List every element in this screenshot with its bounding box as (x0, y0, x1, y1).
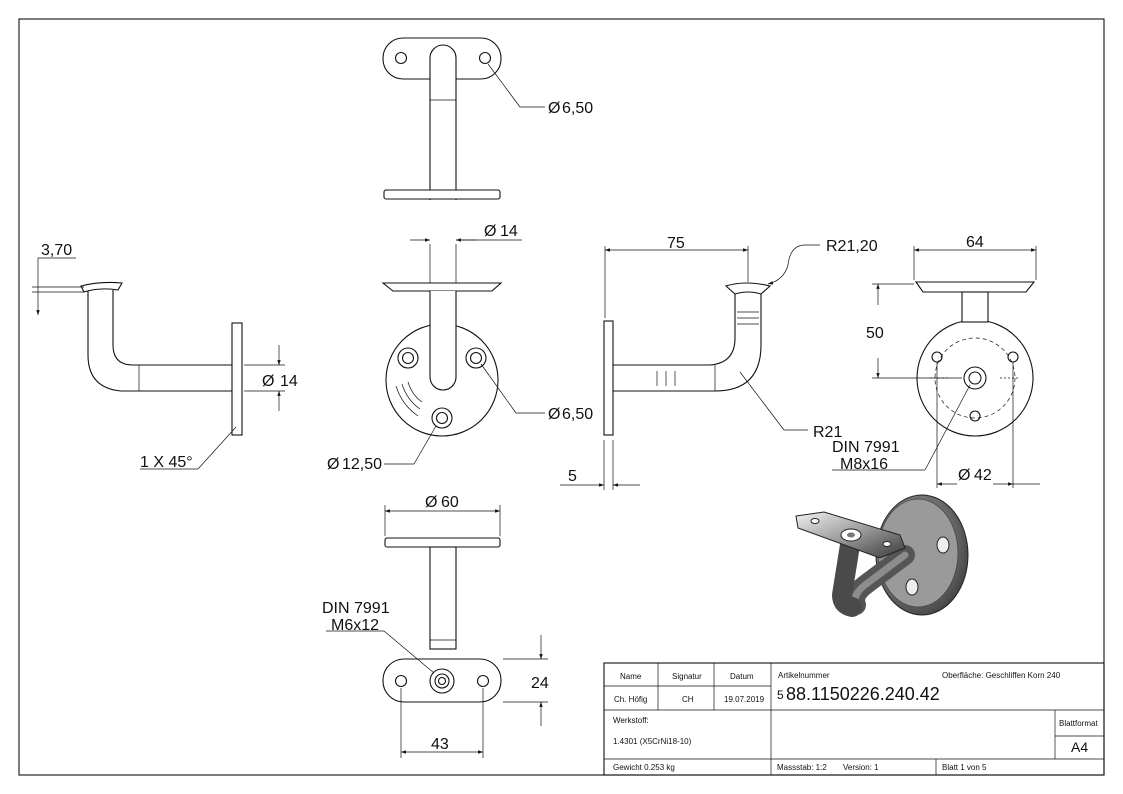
dim-height-24: 24 (531, 675, 549, 692)
tb-artikel-value: 88.1150226.240.42 (786, 684, 940, 704)
tb-werkstoff-value: 1.4301 (X5CrNi18-10) (613, 737, 692, 746)
dim-diameter-symbol: Ø (958, 467, 970, 484)
tb-artikel-prefix: 5 (777, 688, 784, 702)
top-view (382, 37, 545, 200)
tb-blattformat-value: A4 (1071, 739, 1088, 755)
isometric-render (795, 494, 969, 617)
front-view (381, 238, 545, 465)
dim-bolt-circle-42: 42 (974, 467, 992, 484)
tb-signatur-value: CH (682, 695, 694, 704)
dim-height-50: 50 (866, 325, 884, 342)
dim-front-tube-14: 14 (500, 223, 518, 240)
dim-diameter-symbol: Ø (425, 494, 437, 511)
drawing-frame (18, 18, 1105, 776)
dim-width-43: 43 (431, 736, 449, 753)
dim-top-hole-diameter: 6,50 (562, 100, 593, 117)
side-view-left (32, 257, 285, 470)
tb-gewicht: Gewicht 0.253 kg (613, 763, 675, 772)
dim-radius-2120: R21,20 (826, 238, 878, 255)
dim-diameter-symbol: Ø (548, 406, 560, 423)
tb-datum-label: Datum (730, 672, 754, 681)
tb-version: Version: 1 (843, 763, 879, 772)
side-view-right (560, 244, 820, 490)
dim-diameter-symbol: Ø (484, 223, 496, 240)
dim-radius-21: R21 (813, 424, 842, 441)
dim-diameter-symbol: Ø (262, 373, 274, 390)
callout-din-right-line2: M8x16 (840, 456, 888, 473)
tb-blattformat-label: Blattformat (1059, 719, 1098, 728)
dim-plate-5: 5 (568, 468, 577, 485)
dim-width-64: 64 (966, 234, 984, 251)
tb-massstab: Massstab: 1:2 (777, 763, 827, 772)
front-view-right (832, 246, 1040, 488)
dim-counterbore-1250: 12,50 (342, 456, 382, 473)
callout-din-bottom-line2: M6x12 (331, 617, 379, 634)
dim-diameter-symbol: Ø (327, 456, 339, 473)
tb-blatt: Blatt 1 von 5 (942, 763, 987, 772)
bottom-view (326, 505, 548, 758)
tb-name-label: Name (620, 672, 642, 681)
tb-werkstoff-label: Werkstoff: (613, 716, 649, 725)
title-block (603, 662, 1105, 776)
callout-din-bottom-line1: DIN 7991 (322, 600, 390, 617)
dim-chamfer: 1 X 45° (140, 454, 193, 471)
callout-din-right-line1: DIN 7991 (832, 439, 900, 456)
dim-thickness-370: 3,70 (41, 242, 72, 259)
dim-side-tube-14: 14 (280, 373, 298, 390)
tb-name-value: Ch. Höfig (614, 695, 647, 704)
tb-artikel-label: Artikelnummer (778, 671, 830, 680)
dim-projection-75: 75 (667, 235, 685, 252)
dim-diameter-symbol: Ø (548, 100, 560, 117)
tb-signatur-label: Signatur (672, 672, 702, 681)
dim-front-hole-diameter: 6,50 (562, 406, 593, 423)
tb-oberflaeche: Oberfläche: Geschliffen Korn 240 (942, 671, 1061, 680)
dim-plate-diameter-60: 60 (441, 494, 459, 511)
tb-datum-value: 19.07.2019 (724, 695, 765, 704)
